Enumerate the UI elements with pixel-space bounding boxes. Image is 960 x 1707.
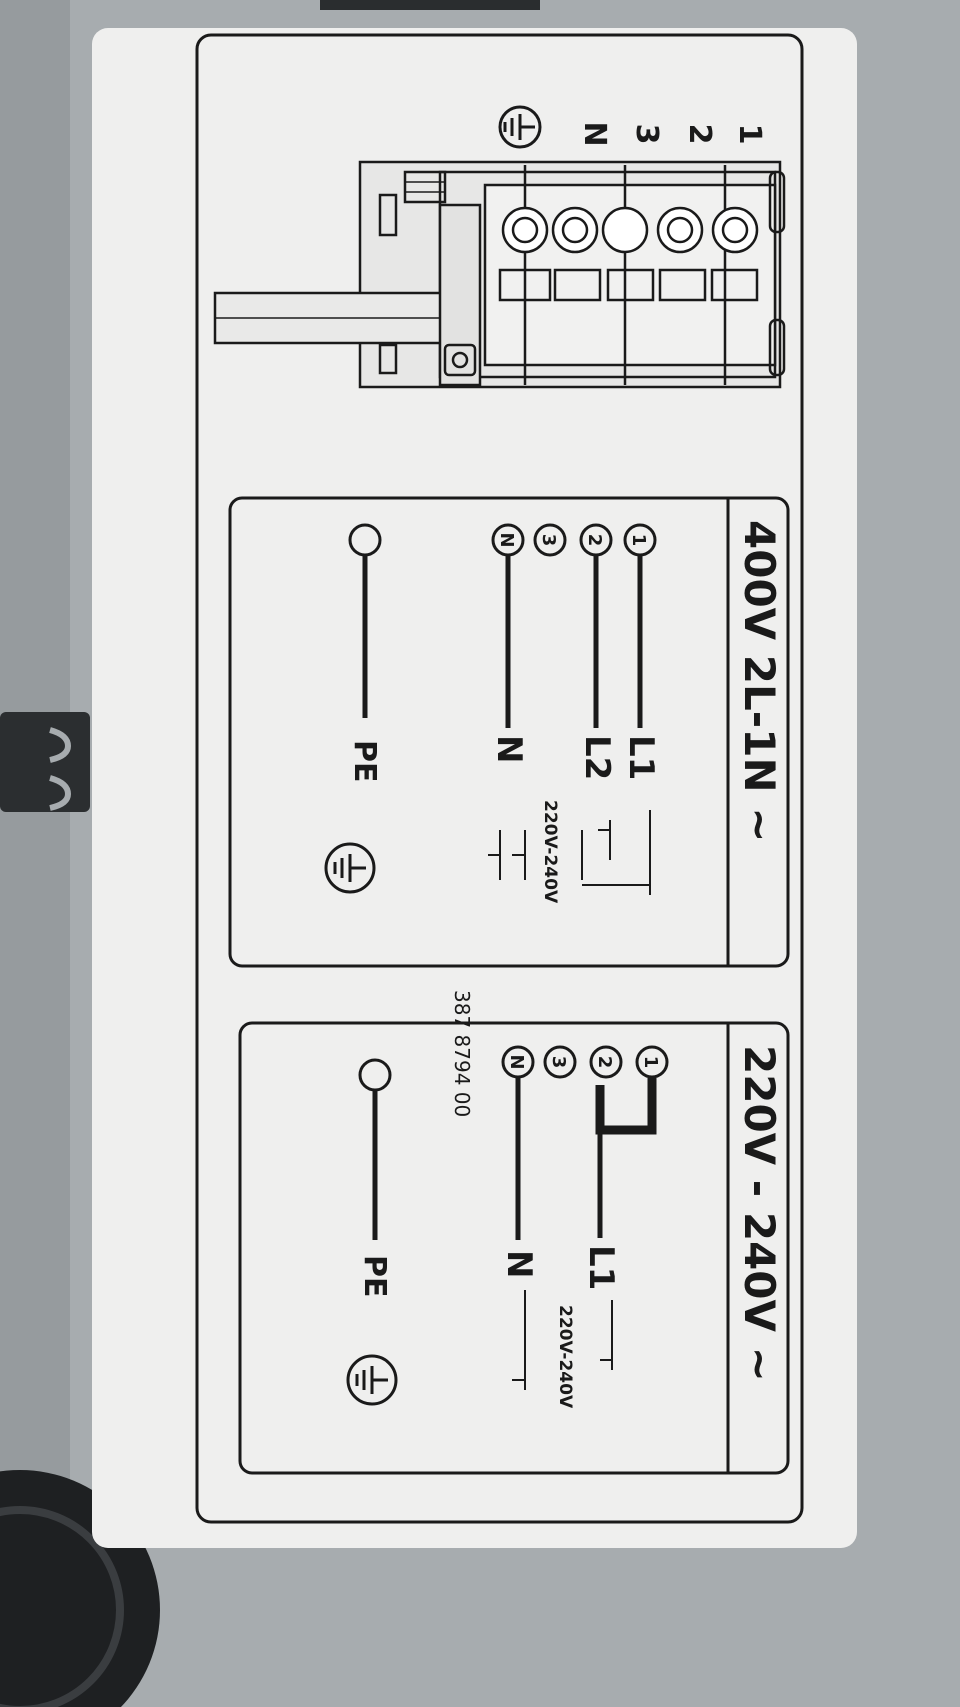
panel-220v-terminal-circle-n — [501, 1045, 535, 1079]
panel-220v-terminal-2: 2 — [594, 1056, 615, 1069]
panel-400v-terminal-circle-3 — [533, 523, 567, 557]
panel-400v-ground-icon — [324, 523, 382, 894]
panel-400v-l2-label: L2 — [577, 735, 617, 780]
panel-400v-terminal-circle-n — [491, 523, 525, 557]
panel-400v: 400V 2L-1N ~ 1 2 3 N L1 L2 N PE — [228, 496, 790, 968]
panel-220v-terminal-3: 3 — [548, 1056, 569, 1069]
panel-220v-l1-label: L1 — [581, 1245, 621, 1290]
panel-400v-n-label: N — [489, 735, 529, 763]
label-outer-frame — [195, 33, 804, 1524]
top-clip — [320, 0, 540, 10]
panel-220v-load-symbols — [512, 1290, 613, 1390]
panel-400v-l1-label: L1 — [621, 735, 661, 780]
panel-220v-terminal-circle-3 — [543, 1045, 577, 1079]
connector-terminal-3: 3 — [629, 124, 664, 145]
panel-400v-terminal-n: N — [496, 532, 517, 547]
panel-220v-n-label: N — [499, 1250, 539, 1278]
panel-220v-title: 220V - 240V ~ — [735, 1045, 784, 1382]
label-sticker — [92, 28, 857, 1548]
panel-220v-terminal-1: 1 — [640, 1056, 661, 1069]
side-slot — [0, 712, 90, 812]
panel-400v-terminal-2: 2 — [584, 534, 605, 547]
panel-220v-terminal-n: N — [506, 1054, 527, 1069]
connector-terminal-n: N — [577, 121, 612, 146]
panel-220v: 220V - 240V ~ 1 2 3 N L1 N PE 220V-240V — [238, 1021, 790, 1475]
panel-220v-bridge — [595, 1078, 657, 1135]
fan-ring — [0, 1506, 124, 1707]
panel-400v-load-symbols — [488, 810, 651, 895]
housing-shadow-left — [0, 0, 70, 1707]
connector-terminal-2: 2 — [682, 124, 717, 145]
connector-terminal-1: 1 — [732, 124, 767, 145]
panel-400v-voltage: 220V-240V — [540, 800, 560, 904]
terminal-block-drawing — [213, 160, 786, 389]
side-slot-hooks — [49, 727, 72, 811]
panel-400v-pe-label: PE — [347, 740, 382, 782]
panel-220v-frame — [238, 1021, 790, 1475]
part-number: 387 8794 00 — [450, 990, 474, 1117]
panel-400v-terminal-circle-2 — [579, 523, 613, 557]
panel-220v-pe-label: PE — [357, 1255, 392, 1297]
panel-400v-terminal-circle-1 — [623, 523, 657, 557]
connector-ground-icon — [498, 105, 542, 149]
panel-400v-terminal-1: 1 — [628, 534, 649, 547]
panel-220v-terminal-circle-1 — [635, 1045, 669, 1079]
panel-220v-ground-icon — [346, 1058, 398, 1406]
panel-400v-title: 400V 2L-1N ~ — [735, 520, 784, 842]
panel-400v-frame — [228, 496, 790, 968]
panel-220v-voltage: 220V-240V — [555, 1305, 575, 1409]
panel-220v-terminal-circle-2 — [589, 1045, 623, 1079]
connector-terminal-labels: 1 2 3 N — [577, 121, 767, 146]
panel-400v-terminal-3: 3 — [538, 534, 559, 547]
